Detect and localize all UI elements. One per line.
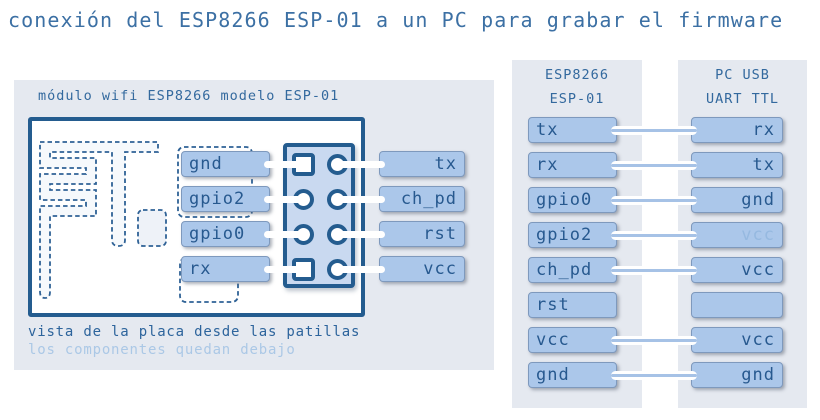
- components-caption: los componentes quedan debajo: [28, 342, 296, 358]
- usb-column-subheader: UART TTL: [705, 91, 780, 107]
- usb-pin-tx: tx: [691, 152, 783, 178]
- connection-rx-tx: [611, 160, 697, 170]
- usb-pin-rx: rx: [691, 117, 783, 143]
- module-panel: módulo wifi ESP8266 modelo ESP-01 gnd gp…: [14, 80, 494, 370]
- wire-core: [611, 373, 697, 377]
- usb-pin-vcc-optional: vcc: [691, 222, 783, 248]
- connection-tx-rx: [611, 125, 697, 135]
- usb-pin-vcc2: vcc: [691, 327, 783, 353]
- connection-vcc-vcc: [611, 335, 697, 345]
- esp-pin-gpio2: gpio2: [528, 222, 617, 248]
- wire-rx: [264, 265, 303, 273]
- pad-label-rx: rx: [181, 256, 270, 282]
- connection-gpio2-vcc: [611, 230, 697, 240]
- esp-pin-vcc: vcc: [528, 327, 617, 353]
- esp-pin-tx: tx: [528, 117, 617, 143]
- wire-tx: [337, 160, 385, 168]
- wire-rst: [337, 230, 385, 238]
- connection-chpd-vcc: [611, 265, 697, 275]
- pad-label-tx: tx: [379, 151, 465, 177]
- pad-label-ch_pd: ch_pd: [379, 186, 465, 212]
- usb-column-header: PC USB: [715, 67, 770, 83]
- usb-pin-vcc: vcc: [691, 257, 783, 283]
- wire-gnd: [264, 160, 303, 168]
- wire-ch_pd: [337, 195, 385, 203]
- wire-gpio0: [264, 230, 303, 238]
- pad-label-gpio2: gpio2: [181, 186, 270, 212]
- connection-gnd-gnd: [611, 370, 697, 380]
- esp-column-panel: ESP8266 ESP-01 tx rx gpio0 gpio2 ch_pd r…: [512, 60, 642, 408]
- pad-label-gnd: gnd: [181, 151, 270, 177]
- page-title: conexión del ESP8266 ESP-01 a un PC para…: [8, 8, 784, 32]
- esp-pin-gpio0: gpio0: [528, 187, 617, 213]
- connection-gpio0-gnd: [611, 195, 697, 205]
- esp-column-subheader: ESP-01: [549, 91, 605, 107]
- pad-label-vcc: vcc: [379, 256, 465, 282]
- usb-pin-empty: [691, 292, 783, 318]
- wire-core: [611, 338, 697, 342]
- wire-core: [611, 198, 697, 202]
- wire-gpio2: [264, 195, 303, 203]
- esp-pin-rst: rst: [528, 292, 617, 318]
- esp-pin-gnd: gnd: [528, 362, 617, 388]
- board-view-caption: vista de la placa desde las patillas: [28, 324, 361, 340]
- wire-core: [611, 233, 697, 237]
- usb-column-panel: PC USB UART TTL rx tx gnd vcc vcc vcc gn…: [678, 60, 807, 408]
- pad-label-rst: rst: [379, 221, 465, 247]
- esp-column-header: ESP8266: [545, 67, 609, 83]
- wire-core: [611, 163, 697, 167]
- wire-core: [611, 128, 697, 132]
- wire-core: [611, 268, 697, 272]
- usb-pin-gnd2: gnd: [691, 362, 783, 388]
- pad-label-gpio0: gpio0: [181, 221, 270, 247]
- usb-pin-gnd: gnd: [691, 187, 783, 213]
- module-panel-title: módulo wifi ESP8266 modelo ESP-01: [38, 88, 340, 104]
- wire-vcc: [337, 265, 385, 273]
- esp-pin-ch_pd: ch_pd: [528, 257, 617, 283]
- esp-pin-rx: rx: [528, 152, 617, 178]
